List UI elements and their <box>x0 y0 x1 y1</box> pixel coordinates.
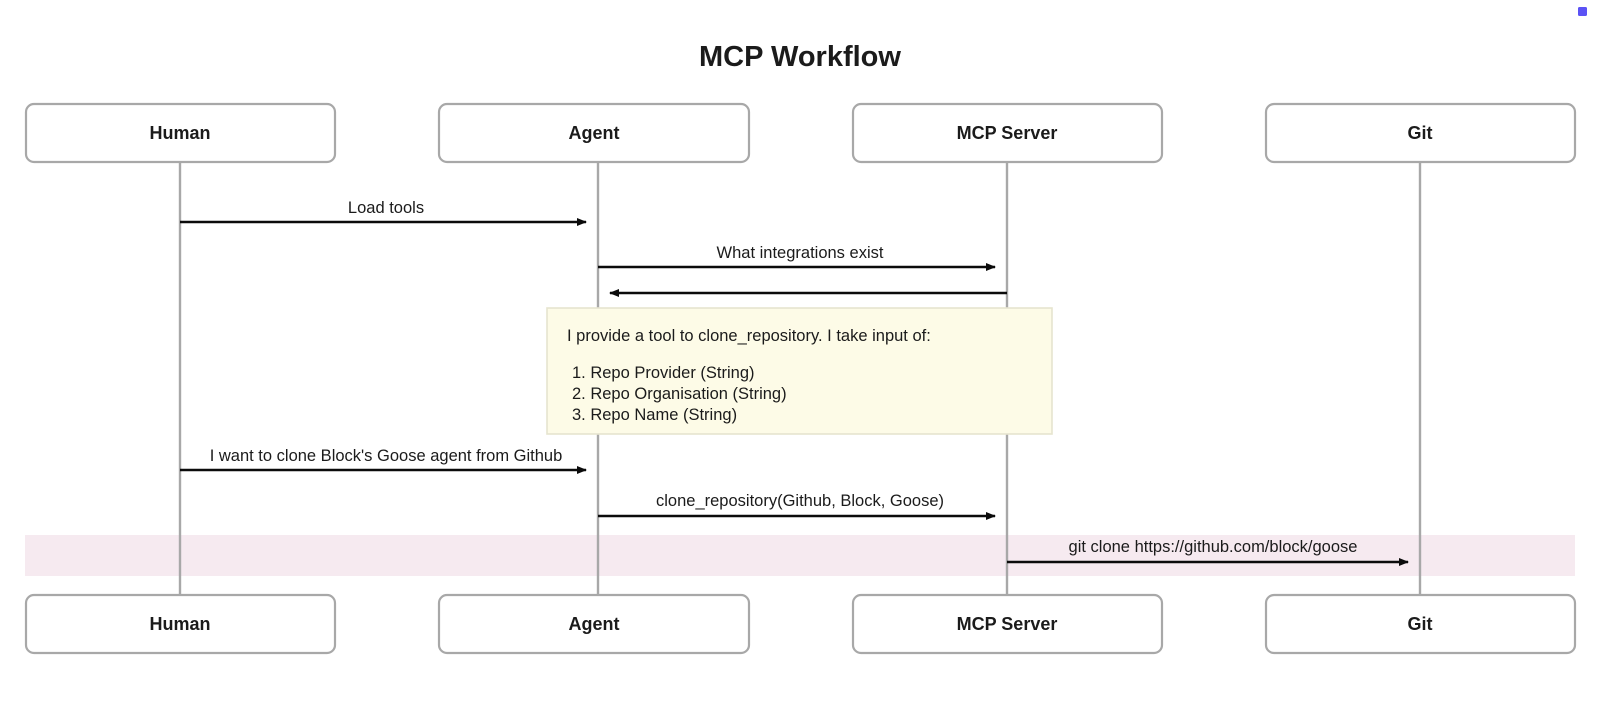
actor-box-human[interactable] <box>24 102 337 164</box>
message-clone-repository-call: clone_repository(Github, Block, Goose) <box>598 492 996 520</box>
note-heading: I provide a tool to clone_repository. I … <box>567 327 931 345</box>
message-label-4: I want to clone Block's Goose agent from… <box>210 447 563 465</box>
actor-footer-git[interactable]: Git <box>1264 593 1577 655</box>
actor-box-agent[interactable] <box>437 102 751 164</box>
note-box <box>546 307 1053 435</box>
actor-box-git-bottom[interactable] <box>1264 593 1577 655</box>
actor-label-agent-bottom: Agent <box>569 614 620 634</box>
note-item-1: 1. Repo Provider (String) <box>572 364 755 382</box>
actor-label-git: Git <box>1408 123 1433 143</box>
actor-label-mcp-server-bottom: MCP Server <box>957 614 1058 634</box>
diagram-title: MCP Workflow <box>699 41 901 73</box>
actor-label-agent: Agent <box>569 123 620 143</box>
actor-header-git[interactable]: Git <box>1264 102 1577 164</box>
actor-label-human: Human <box>149 123 210 143</box>
actor-box-human-bottom[interactable] <box>24 593 337 655</box>
actor-footer-mcp-server[interactable]: MCP Server <box>851 593 1164 655</box>
actor-label-mcp-server: MCP Server <box>957 123 1058 143</box>
actor-label-git-bottom: Git <box>1408 614 1433 634</box>
note-item-2: 2. Repo Organisation (String) <box>572 385 787 403</box>
actor-box-mcp-server-bottom[interactable] <box>851 593 1164 655</box>
actor-footer-human[interactable]: Human <box>24 593 337 655</box>
actor-box-agent-bottom[interactable] <box>437 593 751 655</box>
message-load-tools: Load tools <box>180 199 587 226</box>
corner-accent-marker <box>1578 7 1587 16</box>
actor-header-agent[interactable]: Agent <box>437 102 751 164</box>
message-git-clone: git clone https://github.com/block/goose <box>1007 538 1409 566</box>
message-label-2: What integrations exist <box>717 244 884 262</box>
actor-header-mcp-server[interactable]: MCP Server <box>851 102 1164 164</box>
actor-box-git[interactable] <box>1264 102 1577 164</box>
actor-label-human-bottom: Human <box>149 614 210 634</box>
note-item-3: 3. Repo Name (String) <box>572 406 737 424</box>
note-over-mcp-server: I provide a tool to clone_repository. I … <box>546 307 1053 435</box>
message-label-6: git clone https://github.com/block/goose <box>1069 538 1358 556</box>
actor-box-mcp-server[interactable] <box>851 102 1164 164</box>
message-highlight-band <box>25 535 1575 576</box>
message-clone-request: I want to clone Block's Goose agent from… <box>180 447 587 474</box>
actor-header-human[interactable]: Human <box>24 102 337 164</box>
message-label-5: clone_repository(Github, Block, Goose) <box>656 492 944 510</box>
message-what-integrations-exist: What integrations exist <box>598 244 996 271</box>
actor-footer-agent[interactable]: Agent <box>437 593 751 655</box>
message-label-1: Load tools <box>348 199 424 217</box>
